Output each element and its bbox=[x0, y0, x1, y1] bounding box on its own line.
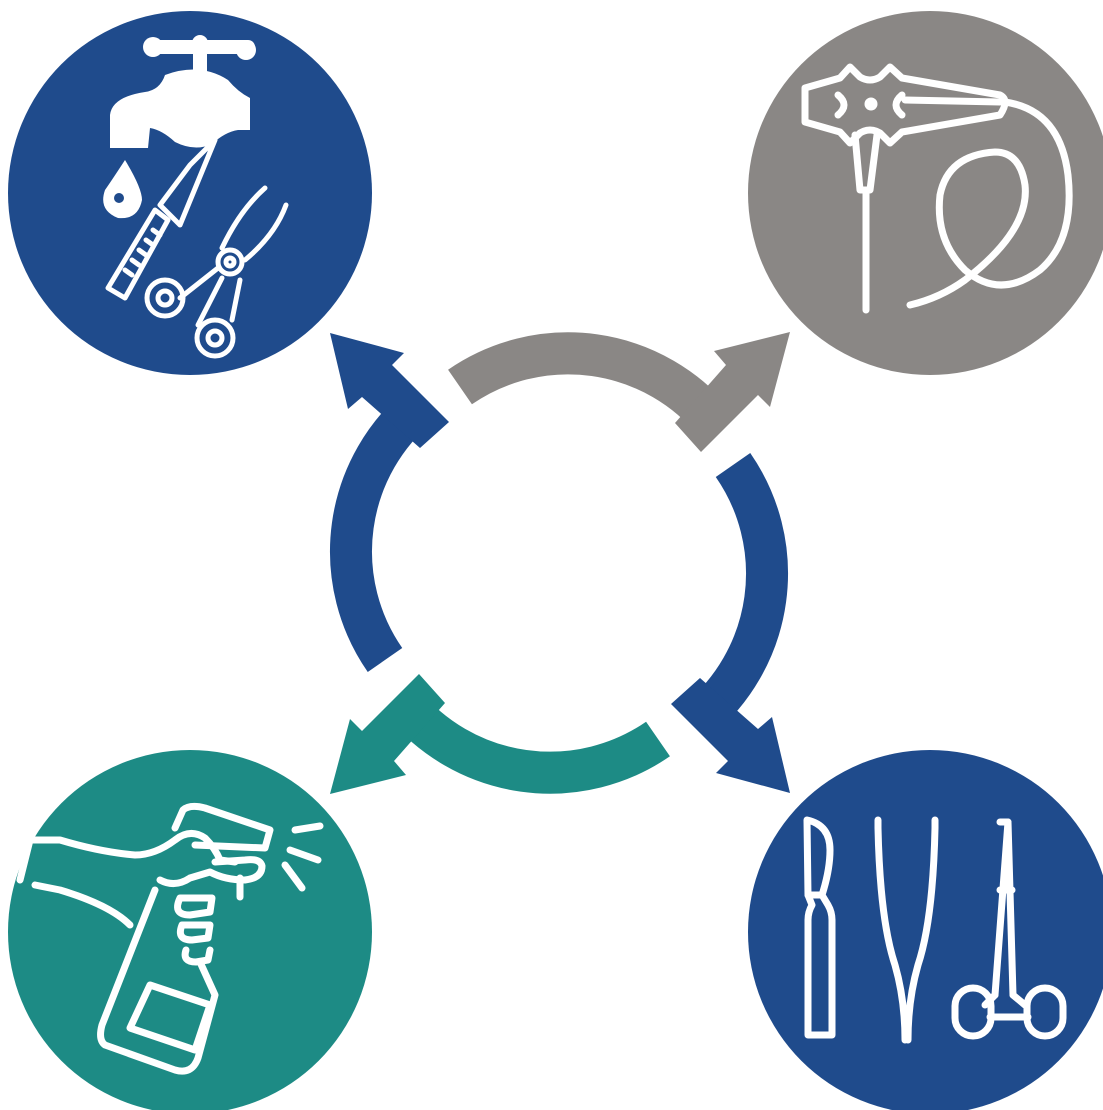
faucet-and-tools-icon bbox=[103, 35, 289, 359]
arrow-down-left bbox=[330, 674, 670, 794]
nozzle-and-loop-icon bbox=[801, 63, 1073, 314]
surgical-instruments-icon bbox=[803, 816, 1067, 1044]
node-circle-bottom-left bbox=[8, 750, 372, 1110]
hand-with-bottle-icon bbox=[16, 802, 324, 1075]
arrow-up-left bbox=[329, 333, 449, 672]
node-circle-top-right bbox=[748, 11, 1103, 375]
arrow-up-right bbox=[448, 332, 790, 452]
node-circle-top-left bbox=[8, 11, 372, 375]
arrow-down-right bbox=[671, 453, 790, 793]
